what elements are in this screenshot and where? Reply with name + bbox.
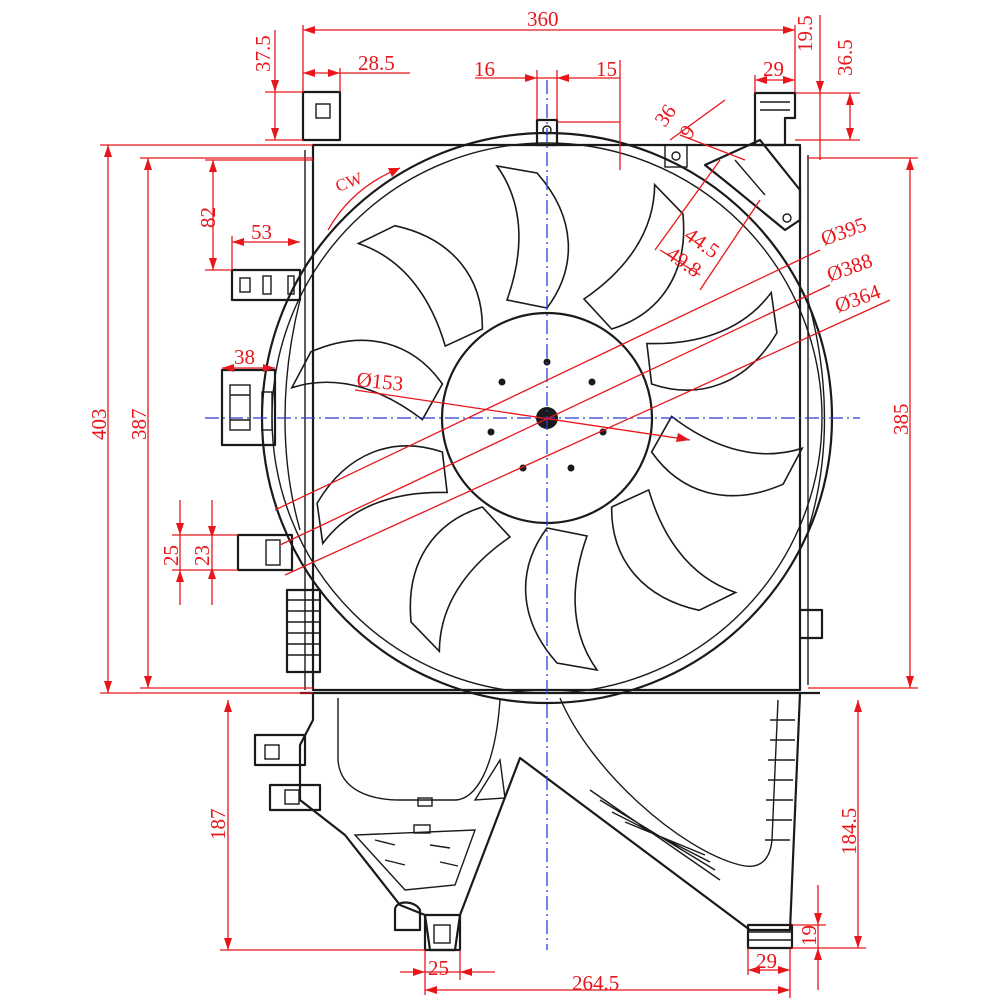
dim-lower-clip-inner: 23 [190,545,214,566]
dim-right-top-offset: 19.5 [793,15,817,52]
dim-overall-width: 360 [527,7,559,31]
rotation-direction-label: CW [333,168,366,196]
dim-hub-diameter: Ø153 [355,367,404,396]
vent-slots [374,719,795,881]
dim-left-clip-height: 82 [196,207,220,228]
lower-frame [253,692,802,952]
dim-lower-clip-outer: 25 [159,545,183,566]
dim-fan-diameter: Ø364 [832,279,885,318]
dim-top-clip-right: 15 [596,57,617,81]
dim-frame-height-right: 385 [889,404,913,436]
frame-outline [220,90,824,695]
dim-bottom-foot-right: 29 [756,949,777,973]
dim-top-clip-left: 16 [474,57,495,81]
dim-bottom-height-left: 187 [206,809,230,841]
dim-connector-small: 9 [674,121,700,143]
dim-left-tab-height: 37.5 [251,35,275,72]
dim-right-tab-height: 36.5 [833,39,857,76]
center-lines [205,80,860,950]
dim-frame-height-left: 387 [127,409,151,441]
dim-bottom-span: 264.5 [572,971,619,995]
dim-left-tab-offset: 28.5 [358,51,395,75]
dim-bottom-foot-height: 19 [797,925,821,946]
dimension-lines [100,15,918,998]
dim-right-clip-width: 29 [763,57,784,81]
dim-left-clip-offset: 53 [251,220,272,244]
dim-bottom-height-right: 184.5 [837,808,861,855]
dim-shroud-diameter: Ø395 [818,212,870,251]
dim-overall-height: 403 [87,409,111,441]
dim-bottom-foot-left: 25 [428,956,449,980]
dim-side-tab-width: 38 [234,345,255,369]
